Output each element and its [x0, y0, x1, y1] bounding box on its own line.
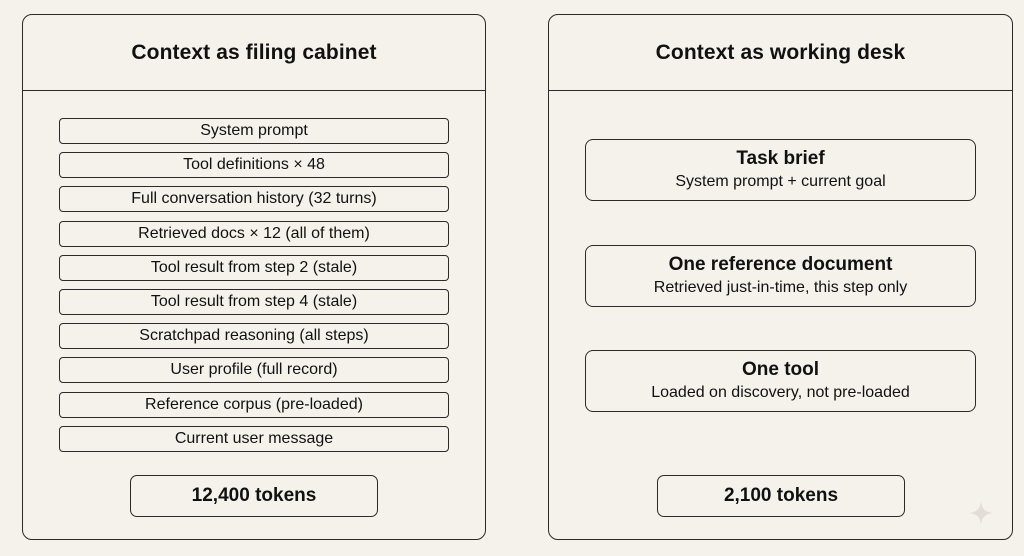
stack-item-user-profile: User profile (full record): [59, 357, 449, 384]
stack-item-system-prompt: System prompt: [59, 118, 449, 144]
desk-item-task-brief: Task brief System prompt + current goal: [585, 139, 976, 201]
stack-item-conversation-history: Full conversation history (32 turns): [59, 186, 449, 213]
working-desk-title: Context as working desk: [549, 15, 1012, 91]
sparkle-icon: [969, 501, 993, 525]
stack-item-scratchpad: Scratchpad reasoning (all steps): [59, 323, 449, 350]
stack-item-retrieved-docs: Retrieved docs × 12 (all of them): [59, 220, 449, 247]
desk-item-subtitle: Retrieved just-in-time, this step only: [653, 279, 908, 296]
desk-item-title: One reference document: [668, 254, 893, 275]
desk-item-subtitle: System prompt + current goal: [675, 173, 886, 190]
working-desk-panel: Context as working desk Task brief Syste…: [548, 14, 1013, 540]
filing-cabinet-token-count: 12,400 tokens: [130, 475, 378, 517]
desk-item-title: One tool: [741, 359, 820, 380]
desk-item-subtitle: Loaded on discovery, not pre-loaded: [651, 384, 910, 401]
stack-item-current-message: Current user message: [59, 425, 449, 452]
stack-item-tool-result-step-4: Tool result from step 4 (stale): [59, 288, 449, 315]
stack-item-tool-result-step-2: Tool result from step 2 (stale): [59, 254, 449, 281]
filing-cabinet-panel: Context as filing cabinet System prompt …: [22, 14, 486, 540]
filing-cabinet-title: Context as filing cabinet: [23, 15, 485, 91]
working-desk-token-count: 2,100 tokens: [657, 475, 905, 517]
desk-item-reference-document: One reference document Retrieved just-in…: [585, 245, 976, 307]
stack-item-tool-definitions: Tool definitions × 48: [59, 152, 449, 179]
desk-item-one-tool: One tool Loaded on discovery, not pre-lo…: [585, 350, 976, 412]
desk-item-title: Task brief: [736, 148, 825, 169]
stack-item-reference-corpus: Reference corpus (pre-loaded): [59, 391, 449, 418]
filing-cabinet-stack: System prompt Tool definitions × 48 Full…: [59, 118, 449, 460]
